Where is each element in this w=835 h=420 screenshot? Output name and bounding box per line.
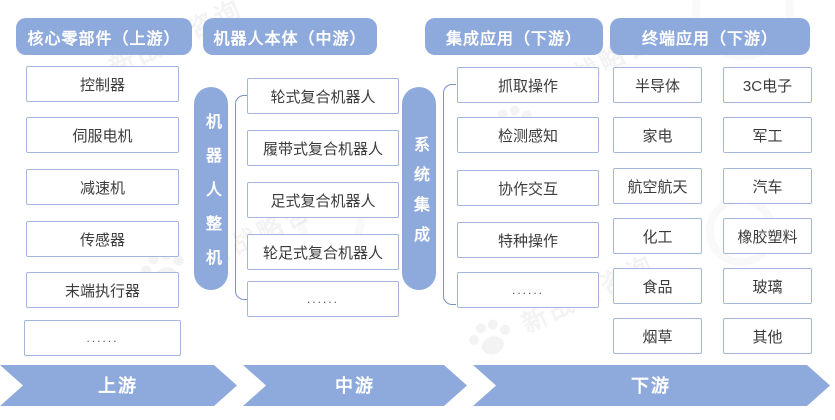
- item-box-automotive: 汽车: [723, 168, 812, 204]
- item-box-tobacco: 烟草: [613, 318, 702, 354]
- item-box-wheeled-robot: 轮式复合机器人: [247, 78, 399, 114]
- midstream-label: 中游: [335, 375, 375, 396]
- process-arrow-band: 上游 中游 下游: [0, 365, 830, 406]
- item-box-tracked-robot: 履带式复合机器人: [247, 130, 399, 166]
- item-box-reducer: 减速机: [26, 169, 179, 205]
- upstream-arrow: [0, 365, 237, 406]
- item-box-ellipsis: ......: [247, 281, 399, 317]
- item-box-glass: 玻璃: [723, 268, 812, 304]
- item-box-servo-motor: 伺服电机: [26, 117, 179, 153]
- item-box-aerospace: 航空航天: [613, 168, 702, 204]
- item-box-other: 其他: [723, 318, 812, 354]
- connector-bar-robot-machine: 机器人整机: [194, 87, 228, 290]
- column-header-end-application: 终端应用（下游）: [610, 18, 810, 55]
- item-box-controller: 控制器: [26, 66, 179, 102]
- group-bracket: [235, 95, 248, 300]
- item-box-home-appliance: 家电: [613, 117, 702, 153]
- column-header-integrated-application: 集成应用（下游）: [425, 18, 603, 55]
- item-box-ellipsis: ......: [24, 320, 181, 356]
- connector-bar-system-integration: 系统集成: [402, 87, 436, 290]
- watermark-paw-icon: [459, 306, 524, 374]
- item-box-semiconductor: 半导体: [613, 67, 702, 103]
- connector-bar-label: 机器人整机: [203, 112, 220, 283]
- item-box-rubber-plastic: 橡胶塑料: [723, 218, 812, 254]
- item-box-ellipsis: ......: [457, 272, 599, 308]
- item-box-food: 食品: [613, 268, 702, 304]
- item-box-legged-robot: 足式复合机器人: [247, 182, 399, 218]
- connector-bar-label: 系统集成: [411, 135, 428, 256]
- column-header-core-components: 核心零部件（上游）: [16, 18, 192, 55]
- item-box-military: 军工: [723, 117, 812, 153]
- item-box-inspection: 检测感知: [457, 117, 599, 153]
- item-box-sensor: 传感器: [26, 221, 179, 257]
- item-box-end-effector: 末端执行器: [26, 272, 179, 308]
- item-box-3c-electronics: 3C电子: [723, 67, 812, 103]
- item-box-collaboration: 协作交互: [457, 170, 599, 206]
- column-header-robot-body: 机器人本体（中游）: [203, 18, 377, 55]
- upstream-label: 上游: [98, 375, 138, 396]
- downstream-arrow: [473, 365, 830, 406]
- item-box-wheel-leg-robot: 轮足式复合机器人: [247, 234, 399, 270]
- item-box-grasping: 抓取操作: [457, 67, 599, 103]
- group-bracket: [443, 84, 456, 305]
- downstream-label: 下游: [631, 375, 671, 396]
- item-box-special-operation: 特种操作: [457, 222, 599, 258]
- item-box-chemical: 化工: [613, 218, 702, 254]
- midstream-arrow: [243, 365, 467, 406]
